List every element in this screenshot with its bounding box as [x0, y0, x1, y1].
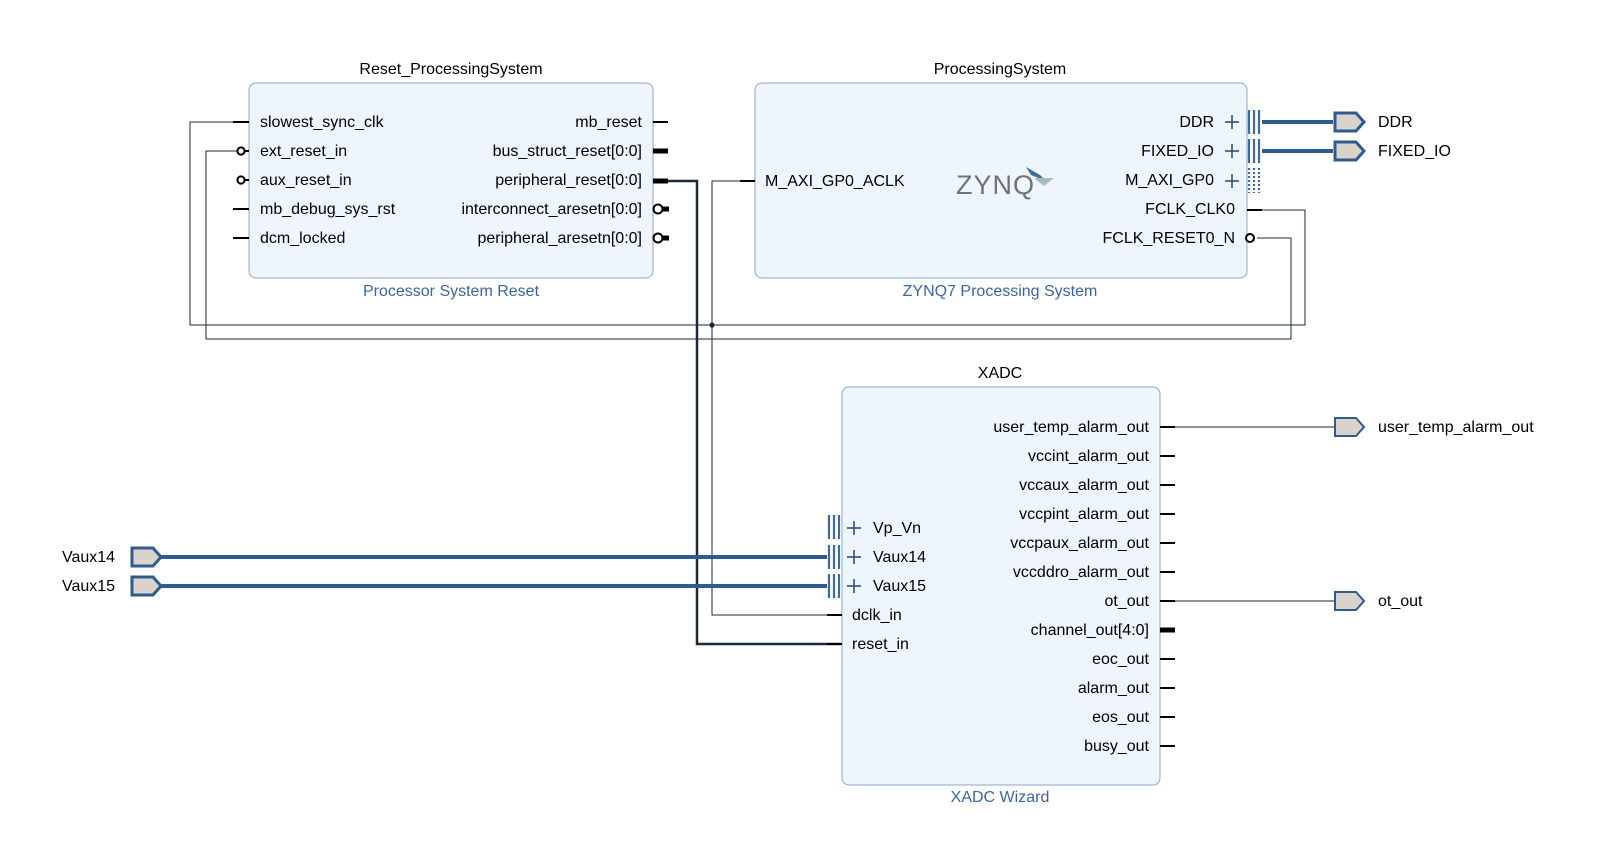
pin-label: eos_out: [1092, 709, 1149, 726]
expand-plus-icon[interactable]: [1225, 174, 1239, 188]
pin-label: alarm_out: [1078, 680, 1150, 697]
pin-label: vccint_alarm_out: [1028, 448, 1150, 465]
net-junction: [709, 322, 715, 328]
pin-label: dclk_in: [852, 607, 902, 624]
interface-bus-marker-icon[interactable]: [1247, 110, 1261, 134]
pin-label: vccddro_alarm_out: [1013, 564, 1150, 581]
nets: [160, 120, 1335, 646]
pin-inverted-marker[interactable]: [652, 203, 664, 215]
port-label: DDR: [1378, 114, 1413, 131]
block-body[interactable]: [841, 386, 1161, 786]
pin-label: Vaux14: [873, 549, 926, 566]
expand-plus-icon[interactable]: [847, 550, 861, 564]
pin-label: reset_in: [852, 636, 909, 653]
pin-label: vccpint_alarm_out: [1019, 506, 1149, 523]
pin-label: channel_out[4:0]: [1031, 622, 1149, 639]
external-port-user-temp-alarm-out[interactable]: user_temp_alarm_out: [1334, 417, 1534, 437]
net-clk-to-axi-aclk[interactable]: [711, 180, 753, 325]
external-port-ot-out[interactable]: ot_out: [1334, 591, 1423, 611]
pin-label: FIXED_IO: [1141, 143, 1214, 160]
pin-inverted-marker[interactable]: [236, 146, 246, 156]
net-peripheral-reset[interactable]: [667, 179, 841, 646]
pin-inverted-marker[interactable]: [652, 232, 664, 244]
expand-plus-icon[interactable]: [1225, 144, 1239, 158]
block-title: Reset_ProcessingSystem: [359, 61, 542, 78]
pin-inverted-marker[interactable]: [236, 175, 246, 185]
logo-swoosh-icon: [1026, 167, 1046, 181]
interface-bus-marker-icon[interactable]: [1247, 139, 1261, 163]
net-fclk-reset0-n[interactable]: [205, 150, 1292, 340]
pin-label: slowest_sync_clk: [260, 114, 385, 131]
interface-bus-marker-icon[interactable]: [827, 545, 841, 569]
output-port-icon[interactable]: [1334, 591, 1366, 611]
pin-label: aux_reset_in: [260, 172, 352, 189]
net-clk-to-dclk-in[interactable]: [711, 325, 841, 616]
logo-swoosh-icon: [1034, 178, 1054, 186]
net-fclk-clk0[interactable]: [189, 121, 1306, 326]
pin-label: Vaux15: [873, 578, 926, 595]
block-title: XADC: [978, 365, 1022, 382]
port-label: Vaux15: [62, 578, 115, 595]
pin-label: interconnect_aresetn[0:0]: [461, 201, 642, 218]
pin-label: vccaux_alarm_out: [1019, 477, 1149, 494]
output-port-icon[interactable]: [1333, 140, 1367, 162]
pin-label: ext_reset_in: [260, 143, 347, 160]
external-port-vaux15[interactable]: Vaux15: [62, 575, 164, 597]
expand-plus-icon[interactable]: [847, 579, 861, 593]
pin-label: FCLK_RESET0_N: [1103, 230, 1236, 247]
pin-label: ot_out: [1105, 593, 1150, 610]
pin-label: peripheral_aresetn[0:0]: [477, 230, 642, 247]
block-reset-processing-system[interactable]: Reset_ProcessingSystem Processor System …: [233, 61, 669, 300]
expand-plus-icon[interactable]: [1225, 115, 1239, 129]
interface-bus-marker-icon[interactable]: [1247, 168, 1261, 193]
pin-label: user_temp_alarm_out: [993, 419, 1149, 436]
expand-plus-icon[interactable]: [847, 521, 861, 535]
pin-label: vccpaux_alarm_out: [1010, 535, 1149, 552]
external-port-vaux14[interactable]: Vaux14: [62, 546, 164, 568]
external-port-ddr[interactable]: DDR: [1333, 111, 1413, 133]
pin-label: peripheral_reset[0:0]: [495, 172, 642, 189]
pin-label: FCLK_CLK0: [1145, 201, 1235, 218]
interface-bus-marker-icon[interactable]: [827, 574, 841, 598]
pin-label: mb_reset: [575, 114, 642, 131]
pin-label: Vp_Vn: [873, 520, 921, 537]
port-label: ot_out: [1378, 593, 1423, 610]
external-port-fixed-io[interactable]: FIXED_IO: [1333, 140, 1451, 162]
interface-bus-marker-icon[interactable]: [827, 515, 841, 539]
port-label: Vaux14: [62, 549, 115, 566]
port-label: user_temp_alarm_out: [1378, 419, 1534, 436]
pin-label: busy_out: [1084, 738, 1149, 755]
output-port-icon[interactable]: [1333, 111, 1367, 133]
pin-label: DDR: [1179, 114, 1214, 131]
logo-text: ZYNQ: [956, 170, 1035, 200]
output-port-icon[interactable]: [1334, 417, 1366, 437]
block-title: ProcessingSystem: [934, 61, 1067, 78]
block-subtitle: Processor System Reset: [363, 283, 540, 300]
pin-label: dcm_locked: [260, 230, 345, 247]
pin-label: eoc_out: [1092, 651, 1149, 668]
input-port-icon[interactable]: [130, 575, 164, 597]
pin-label: bus_struct_reset[0:0]: [493, 143, 642, 160]
pin-label: mb_debug_sys_rst: [260, 201, 396, 218]
port-label: FIXED_IO: [1378, 143, 1451, 160]
block-subtitle: ZYNQ7 Processing System: [903, 283, 1098, 300]
block-xadc[interactable]: XADC XADC Wizard Vp_Vn Vaux14 Vaux15 dcl…: [827, 365, 1175, 806]
zynq-logo: ZYNQ: [956, 167, 1054, 200]
block-processing-system[interactable]: ProcessingSystem ZYNQ7 Processing System…: [740, 61, 1262, 300]
pin-inverted-marker[interactable]: [1245, 233, 1255, 243]
pin-label: M_AXI_GP0_ACLK: [765, 173, 905, 190]
pin-label: M_AXI_GP0: [1125, 172, 1214, 189]
input-port-icon[interactable]: [130, 546, 164, 568]
block-subtitle: XADC Wizard: [951, 789, 1050, 806]
